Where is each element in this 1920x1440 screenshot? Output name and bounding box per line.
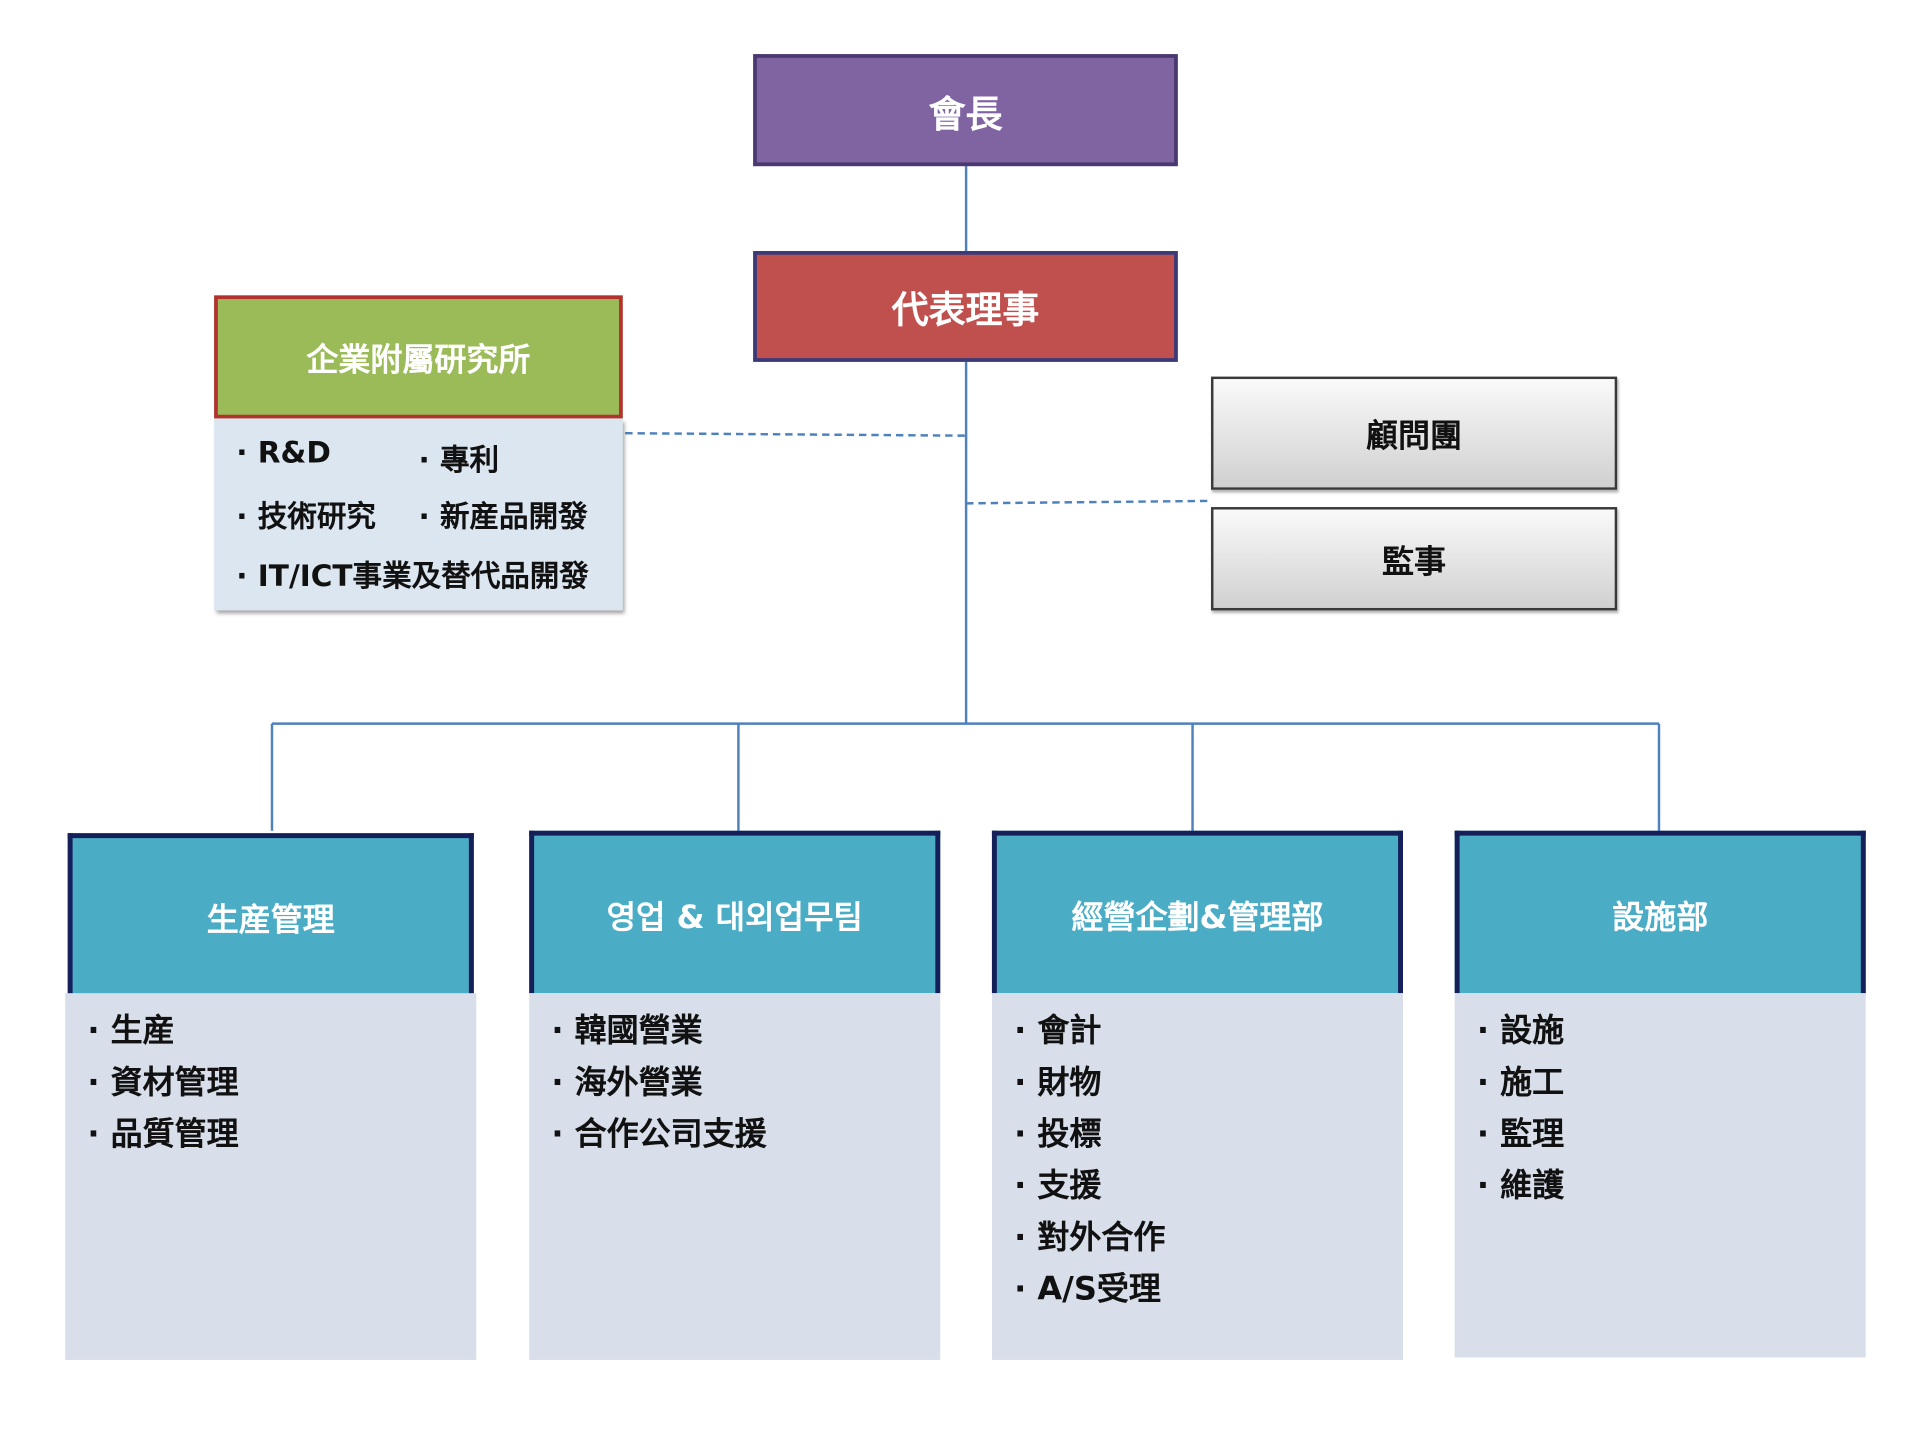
list-item: 財物 (1014, 1057, 1403, 1109)
list-item: 投標 (1014, 1109, 1403, 1161)
list-item: A/S受理 (1014, 1264, 1403, 1316)
dept-header-production: 生産管理 (67, 833, 474, 996)
research-institute-title: 企業附屬研究所 (306, 341, 531, 379)
advisory-dashed-connector (966, 499, 1212, 505)
chairman-box: 會長 (753, 54, 1178, 167)
dept-body-sales: 韓國營業 海外營業 合作公司支援 (529, 993, 941, 1360)
list-item: 資材管理 (87, 1057, 476, 1109)
dept-title: 設施部 (1612, 899, 1709, 936)
list-item: 支援 (1014, 1161, 1403, 1213)
auditor-label: 監事 (1382, 543, 1447, 581)
lab-item: · 專利 (418, 443, 500, 478)
dept-title: 生産管理 (206, 901, 335, 939)
lab-item: · IT/ICT事業及替代品開發 (236, 558, 589, 594)
lab-dashed-connector (625, 431, 967, 437)
dept-body-facilities: 設施 施工 監理 維護 (1454, 993, 1866, 1358)
advisory-group-box: 顧問團 (1211, 376, 1618, 490)
dept-header-facilities: 設施部 (1454, 830, 1866, 994)
list-item: 會計 (1014, 1005, 1403, 1057)
list-item: 生産 (87, 1005, 476, 1057)
ceo-label: 代表理事 (891, 289, 1040, 333)
list-item: 合作公司支援 (551, 1109, 940, 1161)
research-institute-items: · R&D · 專利 · 技術研究 · 新産品開發 · IT/ICT事業及替代品… (214, 418, 623, 611)
ceo-box: 代表理事 (753, 251, 1178, 362)
list-item: 設施 (1477, 1005, 1866, 1057)
lab-item: · 新産品開發 (418, 499, 588, 535)
dept-body-production: 生産 資材管理 品質管理 (65, 993, 477, 1360)
dept-header-sales: 영업 & 대외업무팀 (529, 830, 941, 994)
dept-header-management: 經營企劃&管理部 (991, 830, 1403, 994)
list-item: 韓國營業 (551, 1005, 940, 1057)
research-institute-header: 企業附屬研究所 (214, 295, 623, 419)
list-item: 對外合作 (1014, 1212, 1403, 1264)
dept-title: 영업 & 대외업무팀 (606, 899, 863, 936)
chairman-label: 會長 (928, 92, 1003, 136)
lab-item: · R&D (236, 435, 331, 471)
list-item: 品質管理 (87, 1109, 476, 1161)
advisory-group-label: 顧問團 (1366, 417, 1463, 455)
list-item: 施工 (1477, 1057, 1866, 1109)
auditor-box: 監事 (1211, 507, 1618, 611)
dept-body-management: 會計 財物 投標 支援 對外合作 A/S受理 (991, 993, 1403, 1360)
list-item: 監理 (1477, 1109, 1866, 1161)
dept-title: 經營企劃&管理部 (1071, 899, 1324, 936)
lab-item: · 技術研究 (236, 499, 376, 535)
list-item: 維護 (1477, 1161, 1866, 1213)
list-item: 海外營業 (551, 1057, 940, 1109)
